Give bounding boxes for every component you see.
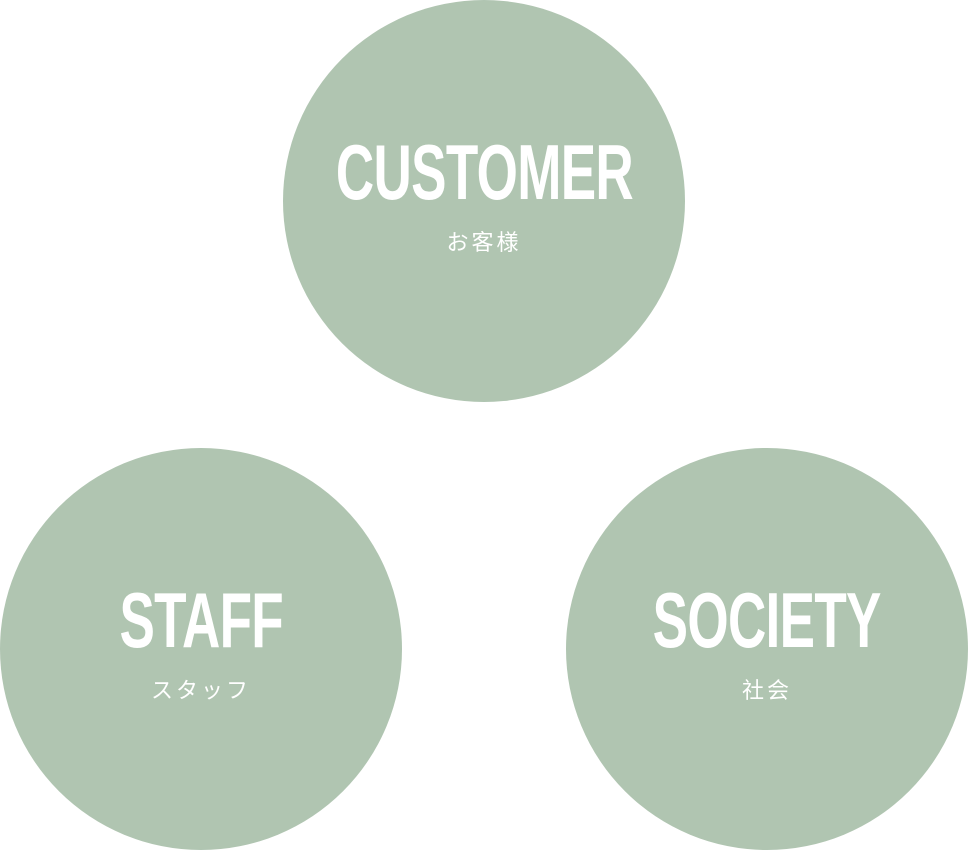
customer-circle: CUSTOMER お客様	[283, 0, 685, 402]
society-title: SOCIETY	[652, 576, 882, 664]
staff-circle: STAFF スタッフ	[0, 448, 402, 850]
society-circle: SOCIETY 社会	[566, 448, 968, 850]
staff-subtitle: スタッフ	[150, 679, 251, 704]
staff-title: STAFF	[119, 576, 283, 664]
customer-title: CUSTOMER	[335, 128, 633, 216]
customer-subtitle: お客様	[446, 231, 522, 256]
society-subtitle: 社会	[741, 679, 792, 704]
